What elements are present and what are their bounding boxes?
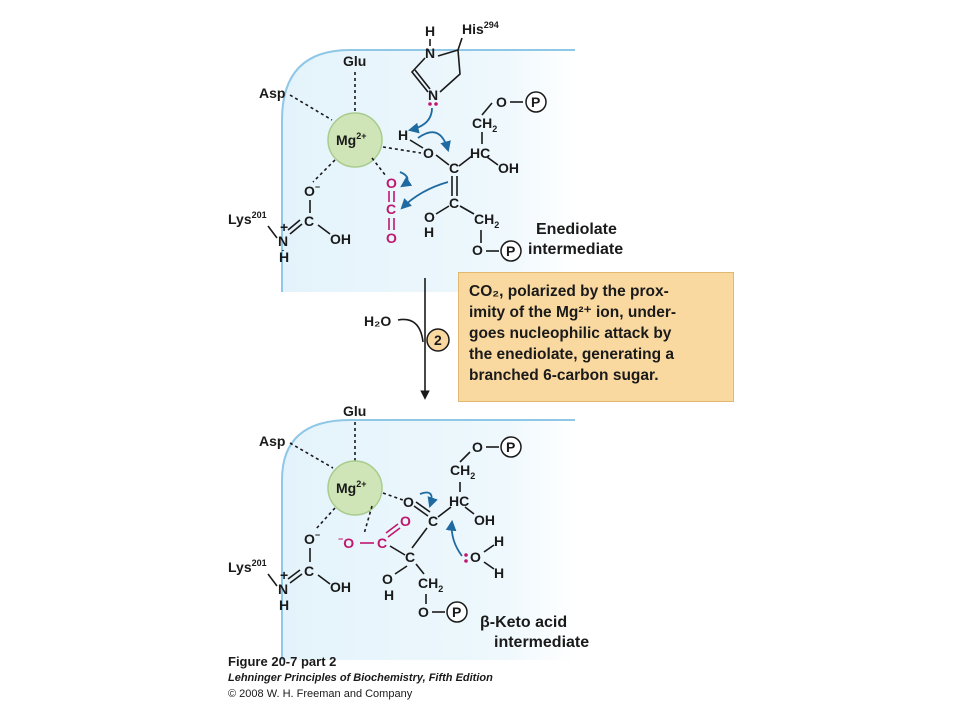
svg-text:H: H: [384, 587, 394, 603]
c1-atom: C: [449, 195, 459, 211]
caption-line-4: the enediolate, generating a: [469, 346, 674, 363]
co2-o-bottom: O: [386, 230, 397, 246]
enzyme-surface-top: [281, 49, 575, 292]
keto-electron-arrow: [419, 491, 438, 509]
svg-text:O: O: [472, 439, 483, 455]
carboxylate-o-minus: −O: [338, 534, 354, 551]
enol-o-atom: O: [423, 145, 434, 161]
keto-c-atom: C: [428, 513, 438, 529]
step-transition: H₂O 2: [364, 278, 450, 400]
water-attack-arrow: [445, 519, 463, 557]
svg-text:N: N: [278, 581, 288, 597]
svg-text:CH2: CH2: [418, 575, 443, 594]
svg-text:O: O: [382, 571, 393, 587]
top-intermediate-label-1: Enediolate: [536, 221, 617, 238]
his-h-atom: H: [425, 23, 435, 39]
book-title: Lehninger Principles of Biochemistry, Fi…: [228, 672, 493, 684]
svg-text:H: H: [279, 249, 289, 265]
top-panel: Glu Asp Mg2+ H N His294 N H O C HC OH CH…: [228, 20, 623, 292]
step-number-badge: [426, 328, 450, 352]
carboxylate-o-atom: O: [400, 513, 411, 529]
c3-oh-atom: OH: [498, 160, 519, 176]
enol-h-atom: H: [398, 127, 408, 143]
co2-o-top: O: [386, 175, 397, 191]
phosphate-group-bottom-top: [500, 436, 522, 458]
glu-label: Glu: [343, 53, 366, 69]
svg-text:H: H: [494, 565, 504, 581]
phosphate-group-c1: [500, 240, 522, 262]
c3-atom: HC: [470, 145, 490, 161]
caption-line-5: branched 6-carbon sugar.: [469, 367, 659, 384]
phosphate-group-bottom: [446, 601, 468, 623]
bottom-intermediate-label-2: intermediate: [494, 634, 589, 651]
nucleophilic-attack-arrow: [400, 181, 449, 210]
lys-label-top: Lys201: [228, 210, 267, 227]
svg-text:+: +: [280, 567, 288, 583]
top-intermediate-label-2: intermediate: [528, 241, 623, 258]
co2-polarize-arrow: [399, 171, 413, 188]
glu-label-bottom: Glu: [343, 403, 366, 419]
svg-text:P: P: [506, 439, 515, 455]
step-number: 2: [434, 332, 442, 348]
proton-transfer-arrow: [407, 107, 433, 134]
carbamate-c-atom: C: [304, 213, 314, 229]
asp-label: Asp: [259, 85, 285, 101]
keto-o-atom: O: [403, 494, 414, 510]
water-entry-curve: [397, 318, 424, 343]
ch2-c1-atom: CH2: [474, 211, 499, 230]
his-ring-bonds: [410, 37, 463, 93]
step-caption-box: CO₂, polarized by the prox- imity of the…: [458, 272, 734, 402]
c1-o-atom: O: [424, 209, 435, 225]
bottom-intermediate-label-1: β-Keto acid: [480, 614, 567, 631]
ch2-top-atom: CH2: [472, 115, 497, 134]
co2-mg-coordination: [371, 157, 387, 177]
c3-oh-bottom: OH: [474, 512, 495, 528]
mg-ion-top: [327, 112, 383, 168]
svg-text:P: P: [531, 94, 540, 110]
lys-label-bottom: Lys201: [228, 558, 267, 575]
copyright: © 2008 W. H. Freeman and Company: [228, 688, 413, 700]
phosphate-group-top: [525, 91, 547, 113]
asp-label-bottom: Asp: [259, 433, 285, 449]
figure-number: Figure 20-7 part 2: [228, 654, 337, 669]
bottom-panel: Glu Asp Mg2+ O C HC OH CH2 O P O H H −O: [228, 403, 589, 660]
svg-text:P: P: [452, 604, 461, 620]
carboxylate-c-atom: C: [377, 535, 387, 551]
lys-n-atom: N: [278, 233, 288, 249]
caption-line-2: imity of the Mg²⁺ ion, under-: [469, 304, 677, 321]
mg-ion-bottom: [327, 460, 383, 516]
svg-text:C: C: [304, 563, 314, 579]
svg-text:P: P: [506, 243, 515, 259]
his-n3-atom: N: [428, 87, 438, 103]
caption-line-3: goes nucleophilic attack by: [469, 325, 672, 342]
co2-c-atom: C: [386, 201, 396, 217]
svg-text:H: H: [494, 533, 504, 549]
svg-text:H: H: [424, 224, 434, 240]
o-mg-coordination: [382, 146, 422, 154]
asp-mg-coordination: [289, 94, 333, 121]
c2-atom: C: [449, 160, 459, 176]
svg-text:O: O: [418, 604, 429, 620]
water-label: H₂O: [364, 313, 391, 329]
quaternary-c-atom: C: [405, 549, 415, 565]
ch2-top-bottom: CH2: [450, 462, 475, 481]
phosphate-o-top: O: [496, 94, 507, 110]
svg-text:+: +: [280, 219, 288, 235]
svg-text:H: H: [279, 597, 289, 613]
mg-label: Mg2+: [336, 131, 366, 148]
his-n1-atom: N: [425, 45, 435, 61]
electron-shift-arrow: [417, 131, 451, 153]
phosphate-o-c1: O: [472, 242, 483, 258]
carbamate-oh: OH: [330, 231, 351, 247]
mg-label-bottom: Mg2+: [336, 479, 366, 496]
water-o-atom: O: [470, 549, 481, 565]
c3-atom-bottom: HC: [449, 493, 469, 509]
enzyme-surface-bottom: [281, 419, 575, 660]
caption-line-1: CO₂, polarized by the prox-: [469, 283, 669, 300]
carbamate-mg-coordination: [312, 159, 336, 183]
svg-text:OH: OH: [330, 579, 351, 595]
his-label: His294: [462, 20, 499, 37]
